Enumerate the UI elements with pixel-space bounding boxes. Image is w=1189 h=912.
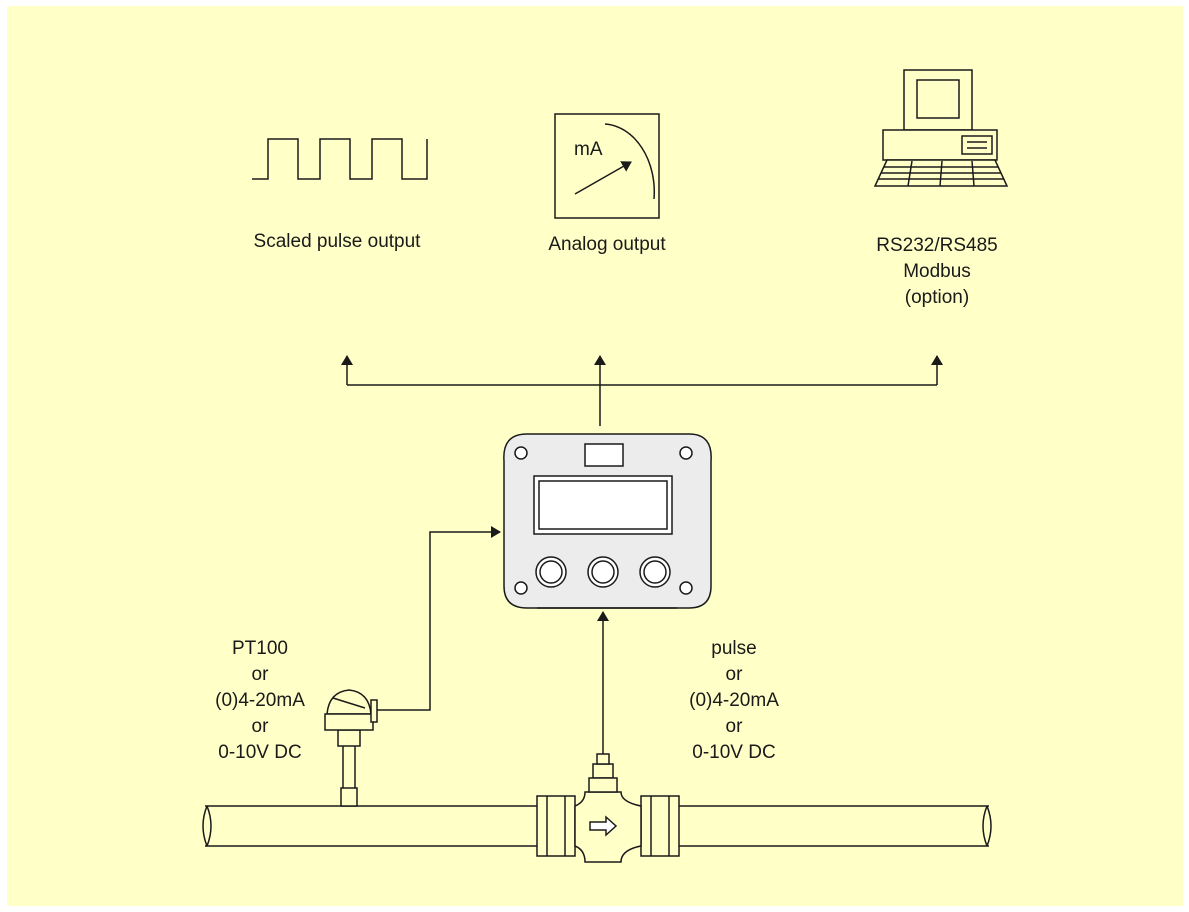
flow-computer-device-icon <box>503 433 712 609</box>
computer-icon <box>873 69 1009 187</box>
serial-line-3: (option) <box>904 287 970 308</box>
analog-output-label: Analog output <box>512 232 702 258</box>
output-arrows <box>341 355 943 426</box>
flow-meter-icon <box>536 753 680 863</box>
ammeter-icon <box>554 113 660 219</box>
pulse-output-text: Scaled pulse output <box>253 231 421 252</box>
temperature-sensor-icon <box>324 689 378 807</box>
flow-line-5: 0-10V DC <box>692 742 776 763</box>
flow-line-4: or <box>725 716 743 737</box>
temperature-line-5: 0-10V DC <box>218 742 302 763</box>
serial-line-2: Modbus <box>903 261 971 282</box>
temperature-line-2: or <box>251 664 269 685</box>
flow-line-1: pulse <box>711 638 757 659</box>
pipe-icon <box>202 805 992 847</box>
input-arrows <box>377 526 609 754</box>
temperature-line-4: or <box>251 716 269 737</box>
diagram-canvas: Scaled pulse output mA Analog output RS2… <box>7 6 1183 906</box>
flow-line-2: or <box>725 664 743 685</box>
serial-line-1: RS232/RS485 <box>876 235 998 256</box>
meter-unit-text: mA <box>574 139 603 160</box>
pulse-output-label: Scaled pulse output <box>212 229 462 255</box>
flow-input-label: pulse or (0)4-20mA or 0-10V DC <box>659 636 809 766</box>
flow-line-3: (0)4-20mA <box>689 690 779 711</box>
temperature-line-1: PT100 <box>232 638 288 659</box>
serial-output-label: RS232/RS485 Modbus (option) <box>822 233 1052 311</box>
temperature-line-3: (0)4-20mA <box>215 690 305 711</box>
temperature-input-label: PT100 or (0)4-20mA or 0-10V DC <box>185 636 335 766</box>
diagram-drawing <box>7 6 1183 906</box>
square-wave-icon <box>252 138 428 180</box>
meter-unit-label: mA <box>574 137 614 163</box>
analog-output-text: Analog output <box>548 234 666 255</box>
